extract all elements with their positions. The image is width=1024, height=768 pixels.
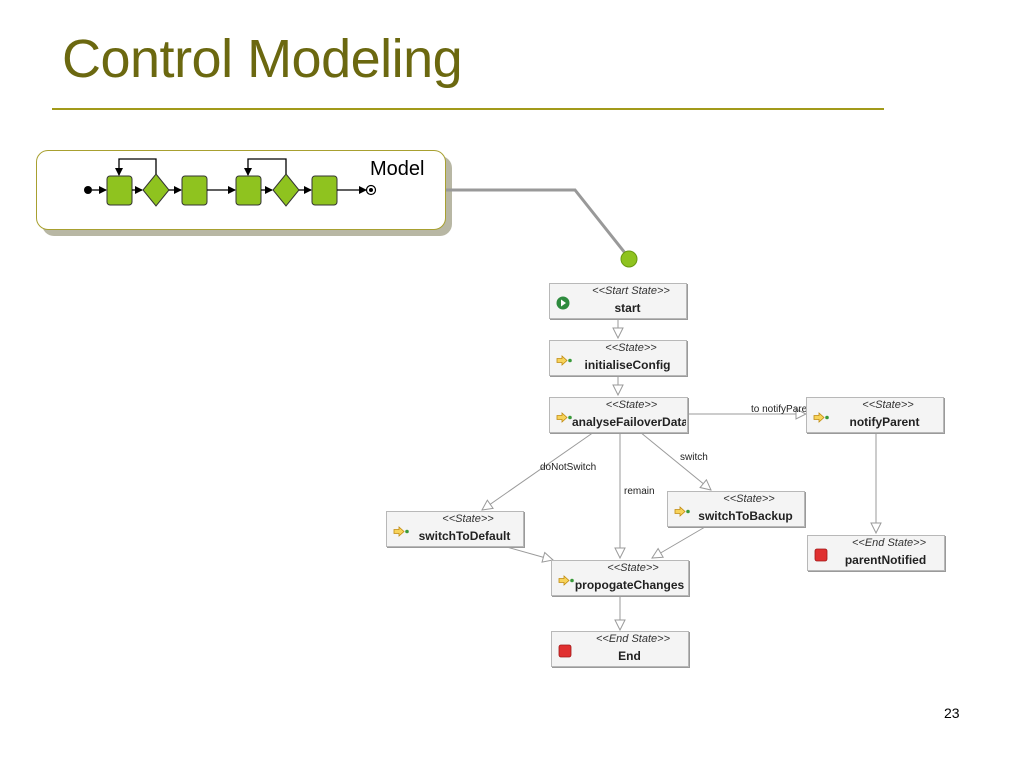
- state-name: propogateChanges: [574, 578, 685, 592]
- state-stereotype: <<State>>: [607, 562, 659, 574]
- state-arrow-icon: [556, 409, 572, 428]
- state-parent-notified[interactable]: <<End State>> parentNotified: [807, 535, 945, 571]
- model-action-node: [181, 175, 208, 206]
- state-arrow-icon: [813, 409, 829, 428]
- model-decision-node: [142, 173, 170, 207]
- state-name: analyseFailoverData: [572, 415, 686, 429]
- state-arrow-icon: [393, 523, 409, 542]
- state-propogate-changes[interactable]: <<State>> propogateChanges: [551, 560, 689, 596]
- state-name: notifyParent: [849, 415, 920, 429]
- state-transitions: [482, 318, 876, 630]
- page-number: 23: [944, 705, 960, 721]
- state-stereotype: <<State>>: [862, 399, 914, 411]
- state-name: initialiseConfig: [584, 358, 671, 372]
- title-underline: [52, 108, 884, 110]
- model-action-node: [311, 175, 338, 206]
- state-start[interactable]: <<Start State>> start: [549, 283, 687, 319]
- state-stereotype: <<Start State>>: [592, 285, 670, 297]
- state-stereotype: <<End State>>: [851, 537, 926, 549]
- state-switch-to-default[interactable]: <<State>> switchToDefault: [386, 511, 524, 547]
- callout-label: Model: [370, 158, 425, 180]
- state-name: End: [618, 649, 641, 663]
- transition-label-do-not-switch: doNotSwitch: [540, 462, 597, 473]
- state-end[interactable]: <<End State>> End: [551, 631, 689, 667]
- transition-backup-propagate: [652, 526, 706, 558]
- transition-label-remain: remain: [624, 486, 655, 497]
- state-name: switchToDefault: [418, 529, 511, 543]
- state-arrow-icon: [556, 352, 572, 371]
- state-stereotype: <<State>>: [723, 493, 775, 505]
- state-name: switchToBackup: [698, 509, 793, 523]
- state-name: parentNotified: [844, 553, 927, 567]
- state-name: start: [614, 301, 641, 315]
- state-stereotype: <<End State>>: [595, 633, 670, 645]
- model-decision-node: [272, 173, 300, 207]
- model-action-node: [106, 175, 133, 206]
- state-switch-to-backup[interactable]: <<State>> switchToBackup: [667, 491, 805, 527]
- state-stereotype: <<State>>: [605, 399, 658, 411]
- initial-dot-icon: [84, 186, 92, 194]
- state-stereotype: <<State>>: [442, 513, 494, 525]
- state-arrow-icon: [674, 503, 690, 522]
- state-notify-parent[interactable]: <<State>> notifyParent: [806, 397, 944, 433]
- end-state-icon: [814, 547, 828, 566]
- model-mini-diagram: [84, 158, 377, 207]
- start-state-icon: [556, 295, 570, 314]
- state-initialise-config[interactable]: <<State>> initialiseConfig: [549, 340, 687, 376]
- connector-dot: [620, 250, 638, 268]
- transition-switch: [639, 431, 711, 490]
- state-arrow-icon: [558, 572, 574, 591]
- state-stereotype: <<State>>: [605, 342, 657, 354]
- end-state-icon: [558, 643, 572, 662]
- transition-label-to-notify-parent: to notifyParent: [751, 404, 816, 415]
- model-action-node: [235, 175, 262, 206]
- transition-do-not-switch: [482, 431, 595, 510]
- slide-title: Control Modeling: [62, 29, 463, 89]
- state-analyse-failover-data[interactable]: <<State>> analyseFailoverData: [549, 397, 688, 433]
- callout-connector: [446, 188, 638, 268]
- transition-label-switch: switch: [680, 452, 708, 463]
